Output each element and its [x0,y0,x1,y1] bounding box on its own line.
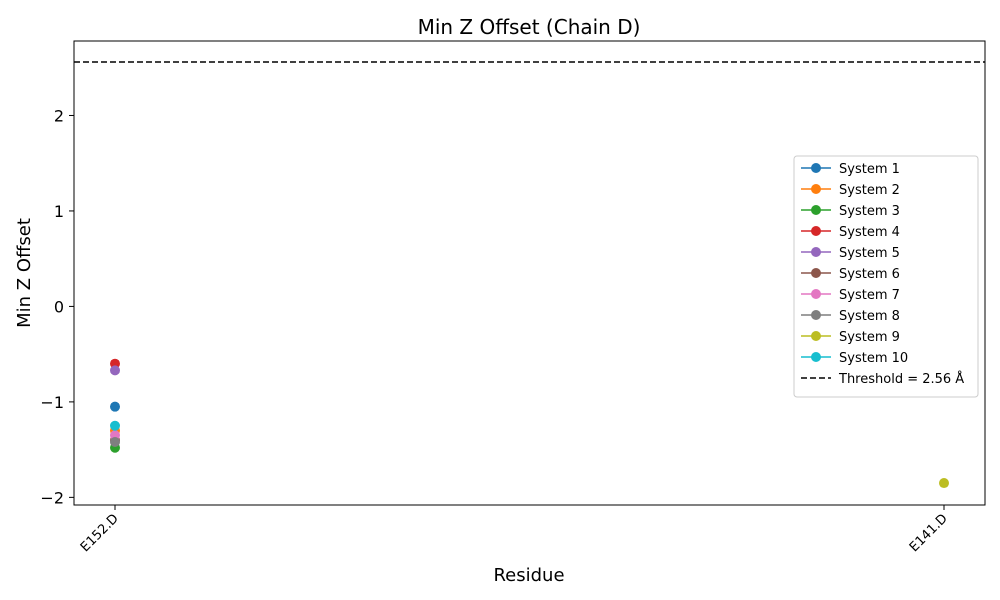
data-point [939,478,949,489]
legend-label: System 5 [839,246,900,261]
legend-label: System 2 [839,183,900,198]
legend-marker [811,310,821,320]
legend-marker [811,289,821,299]
legend: System 1 System 2 System 3 System 4 System 5… [793,155,979,398]
axes-frame [73,40,986,506]
data-point [110,401,120,412]
legend-marker [811,268,821,278]
legend-threshold-label: Threshold = 2.56 Å [838,371,964,387]
y-tick-label: −2 [40,488,64,507]
data-point [110,436,120,447]
legend-label: System 1 [839,162,900,177]
legend-box [793,155,979,398]
legend-label: System 9 [839,330,900,345]
plot-area [74,61,985,489]
legend-marker [811,163,821,173]
y-tick-label: 0 [54,297,64,316]
data-point [110,365,120,376]
legend-marker [811,226,821,236]
legend-label: System 7 [839,288,900,303]
legend-label: System 10 [839,351,908,366]
chart-title: Min Z Offset (Chain D) [418,15,641,39]
y-tick-label: 1 [54,202,64,221]
data-point [110,420,120,431]
y-tick-label: 2 [54,106,64,125]
legend-label: System 4 [839,225,900,240]
legend-marker [811,205,821,215]
x-axis-label: Residue [493,565,564,586]
legend-label: System 8 [839,309,900,324]
legend-label: System 6 [839,267,900,282]
legend-marker [811,352,821,362]
legend-marker [811,247,821,257]
legend-marker [811,331,821,341]
y-axis-label: Min Z Offset [14,218,35,328]
legend-marker [811,184,821,194]
legend-label: System 3 [839,204,900,219]
y-tick-label: −1 [40,393,64,412]
